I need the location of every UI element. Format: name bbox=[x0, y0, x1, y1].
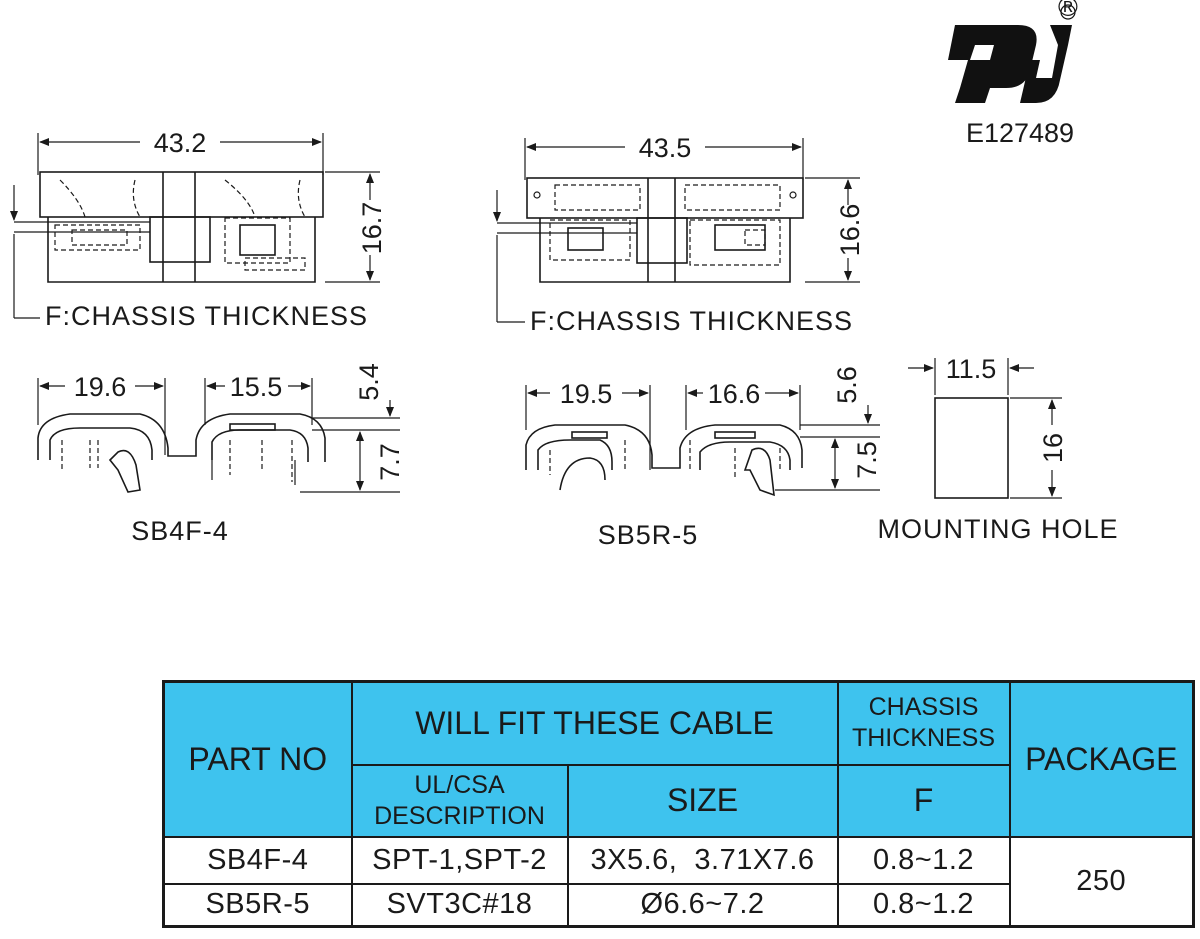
sb4f-side-dim-c: 5.4 bbox=[354, 363, 384, 401]
mounting-hole-view: 11.5 16 MOUNTING HOLE bbox=[877, 354, 1118, 544]
spec-table: PART NO WILL FIT THESE CABLE CHASSIS THIC… bbox=[162, 680, 1195, 928]
cell-description: SPT-1,SPT-2 bbox=[350, 836, 569, 885]
sb4f-height-dim: 16.7 bbox=[357, 202, 387, 255]
header-chassis-line2: THICKNESS bbox=[851, 724, 996, 753]
mounting-hole-outline bbox=[934, 397, 1009, 499]
cell-part-no: SB4F-4 bbox=[162, 836, 353, 885]
table-row: SB4F-4 SPT-1,SPT-2 3X5.6, 3.71X7.6 0.8~1… bbox=[162, 836, 1195, 928]
sb4f-caption: SB4F-4 bbox=[131, 516, 229, 546]
sb4f-chassis-label: F:CHASSIS THICKNESS bbox=[45, 301, 368, 331]
header-will-fit: WILL FIT THESE CABLE bbox=[350, 680, 839, 766]
sb5r-side-dim-c: 5.6 bbox=[832, 366, 862, 404]
cell-thickness: 0.8~1.2 bbox=[836, 836, 1011, 885]
mounting-hole-caption: MOUNTING HOLE bbox=[877, 514, 1118, 544]
sb5r-top-view: 43.5 16.6 F:CHASSIS THICKNESS bbox=[493, 133, 865, 336]
header-part-no: PART NO bbox=[162, 680, 353, 839]
cell-description: SVT3C#18 bbox=[350, 882, 569, 928]
sb5r-side-dim-b: 16.6 bbox=[708, 379, 761, 409]
table-row: SB5R-5 SVT3C#18 Ø6.6~7.2 0.8~1.2 bbox=[162, 882, 1194, 928]
sb5r-chassis-label: F:CHASSIS THICKNESS bbox=[530, 306, 853, 336]
sb5r-side-view: 19.5 16.6 5.6 7.5 SB5R-5 bbox=[525, 366, 882, 550]
sb5r-side-dim-d: 7.5 bbox=[852, 441, 882, 479]
table-header-row-1: PART NO WILL FIT THESE CABLE CHASSIS THIC… bbox=[162, 680, 1195, 839]
header-f: F bbox=[836, 763, 1011, 839]
header-chassis-thickness: CHASSIS THICKNESS bbox=[836, 680, 1011, 766]
cell-part-no: SB5R-5 bbox=[162, 882, 353, 928]
header-ul-line1: UL/CSA bbox=[414, 770, 505, 799]
sb5r-caption: SB5R-5 bbox=[598, 520, 699, 550]
header-size: SIZE bbox=[566, 763, 839, 839]
sb4f-top-view: 43.2 16.7 F:CHASSIS THICKNESS bbox=[10, 128, 387, 331]
cell-thickness: 0.8~1.2 bbox=[836, 882, 1011, 928]
cell-size: Ø6.6~7.2 bbox=[566, 882, 839, 928]
registered-circle bbox=[1060, 4, 1076, 20]
mounting-hole-width-dim: 11.5 bbox=[946, 354, 997, 384]
registered-symbol: ® bbox=[1058, 0, 1078, 22]
sb4f-side-dim-d: 7.7 bbox=[375, 443, 405, 481]
mounting-hole-height-dim: 16 bbox=[1038, 433, 1068, 463]
ul-logo: ® E127489 bbox=[948, 0, 1078, 148]
ul-logo-mark bbox=[948, 25, 1072, 103]
sb4f-side-view: 19.6 15.5 5.4 7.7 SB4F-4 bbox=[37, 363, 405, 546]
sb4f-side-dim-b: 15.5 bbox=[230, 372, 283, 402]
sb5r-width-dim: 43.5 bbox=[639, 133, 692, 163]
header-ul-line2: DESCRIPTION bbox=[374, 801, 545, 830]
sb5r-height-dim: 16.6 bbox=[835, 204, 865, 257]
header-chassis-line1: CHASSIS bbox=[868, 693, 979, 721]
cell-size: 3X5.6, 3.71X7.6 bbox=[566, 836, 839, 885]
sb5r-side-dim-a: 19.5 bbox=[560, 379, 613, 409]
cell-package: 250 bbox=[1008, 836, 1195, 928]
ul-file-number: E127489 bbox=[966, 118, 1074, 148]
header-package: PACKAGE bbox=[1008, 680, 1195, 839]
sb4f-width-dim: 43.2 bbox=[154, 128, 207, 158]
sb4f-side-dim-a: 19.6 bbox=[74, 372, 127, 402]
